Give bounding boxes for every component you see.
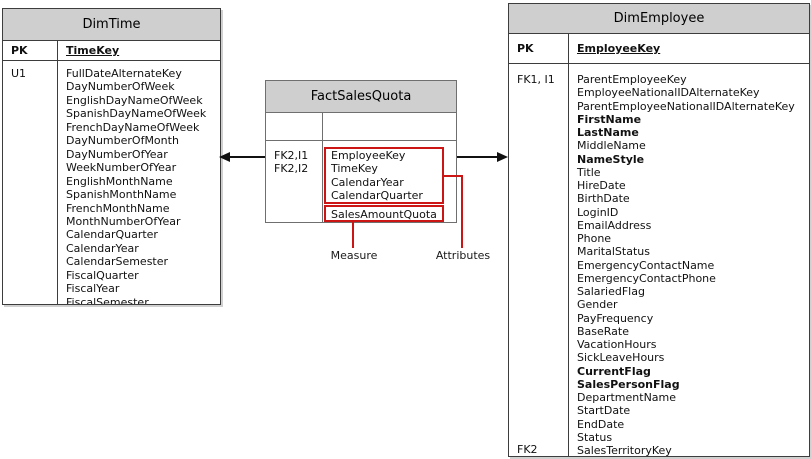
attribute-item: CalendarYear bbox=[66, 241, 139, 255]
attribute-item: SpanishMonthName bbox=[66, 188, 177, 202]
attribute-item: HireDate bbox=[577, 179, 626, 192]
attribute-item: NameStyle bbox=[577, 152, 645, 166]
empty-pk-cell bbox=[266, 113, 323, 140]
attributes-callout-line-horizontal bbox=[444, 175, 463, 177]
attribute-item: SpanishDayNameOfWeek bbox=[66, 107, 207, 121]
table-factsalesquota-empty-pk-row bbox=[266, 113, 456, 141]
table-factsalesquota-title: FactSalesQuota bbox=[266, 81, 456, 113]
attribute-item: EmployeeNationalIDAlternateKey bbox=[577, 86, 760, 100]
measure-label: Measure bbox=[330, 249, 378, 262]
attributes-label: Attributes bbox=[435, 249, 491, 262]
table-dimtime-title: DimTime bbox=[3, 9, 220, 41]
index-label-u1: U1 bbox=[3, 61, 58, 304]
attribute-item: EnglishDayNameOfWeek bbox=[66, 93, 203, 107]
attribute-item: FullDateAlternateKey bbox=[66, 67, 182, 80]
pk-label: PK bbox=[3, 41, 58, 60]
attribute-item: WeekNumberOfYear bbox=[66, 161, 177, 175]
attribute-item: BirthDate bbox=[577, 192, 630, 206]
relationship-line-dimtime bbox=[227, 156, 265, 158]
attributes-callout-line-vertical bbox=[461, 175, 463, 248]
empty-pk-field-cell bbox=[323, 113, 456, 140]
attribute-item: EnglishMonthName bbox=[66, 174, 173, 188]
attribute-item: ParentEmployeeNationalIDAlternateKey bbox=[577, 99, 795, 113]
attribute-item: PayFrequency bbox=[577, 311, 654, 325]
attribute-item: MiddleName bbox=[577, 139, 646, 153]
fk-label-top: FK1, I1 bbox=[517, 73, 555, 86]
attribute-item: SalesTerritoryKey bbox=[577, 444, 672, 456]
pk-field-timekey: TimeKey bbox=[66, 44, 120, 57]
attribute-item: FiscalYear bbox=[66, 282, 120, 296]
attribute-item: LastName bbox=[577, 126, 639, 139]
attribute-item: DayNumberOfYear bbox=[66, 147, 168, 161]
attribute-item: StartDate bbox=[577, 404, 631, 418]
attribute-item: MaritalStatus bbox=[577, 245, 650, 259]
attribute-item: DayNumberOfMonth bbox=[66, 134, 179, 148]
attribute-item: FK2,I1 bbox=[274, 149, 309, 162]
table-dimtime-pk-row: PK TimeKey bbox=[3, 41, 220, 61]
attribute-item: EmployeeKey bbox=[331, 149, 406, 162]
attribute-item: SalariedFlag bbox=[577, 285, 645, 298]
table-dimemployee: DimEmployee PK EmployeeKey FK1, I1 FK2 P… bbox=[508, 3, 810, 457]
attribute-item: CalendarQuarter bbox=[66, 228, 158, 242]
attribute-item: EmergencyContactPhone bbox=[577, 271, 716, 285]
attribute-item: FirstName bbox=[577, 112, 642, 126]
table-dimemployee-title: DimEmployee bbox=[509, 4, 809, 34]
attribute-item: VacationHours bbox=[577, 338, 657, 351]
attribute-item: EndDate bbox=[577, 417, 625, 431]
attribute-item: CalendarQuarter bbox=[331, 189, 423, 203]
table-dimtime: DimTime PK TimeKey U1 FullDateAlternateK… bbox=[2, 8, 221, 305]
attribute-item: DayNumberOfWeek bbox=[66, 80, 175, 94]
measure-highlight-box bbox=[324, 205, 444, 222]
attribute-item: SalesPersonFlag bbox=[577, 377, 680, 391]
attribute-item: FiscalQuarter bbox=[66, 268, 139, 282]
attribute-item: Phone bbox=[577, 232, 612, 245]
attribute-item: BaseRate bbox=[577, 324, 630, 338]
dimemployee-fk-column: FK1, I1 FK2 bbox=[509, 64, 569, 456]
attribute-item: FrenchMonthName bbox=[66, 201, 170, 215]
attribute-item: CurrentFlag bbox=[577, 364, 651, 378]
fk-label-bottom: FK2 bbox=[517, 442, 538, 456]
attribute-item: DepartmentName bbox=[577, 391, 677, 404]
attribute-item: CalendarYear bbox=[331, 175, 404, 189]
attribute-item: LoginID bbox=[577, 205, 619, 219]
measure-callout-line bbox=[352, 221, 354, 248]
pk-field-employeekey: EmployeeKey bbox=[577, 42, 661, 55]
table-dimemployee-pk-row: PK EmployeeKey bbox=[509, 34, 809, 64]
attribute-item: SickLeaveHours bbox=[577, 351, 665, 365]
attribute-item: FK2,I2 bbox=[274, 162, 309, 176]
arrowhead-right-icon bbox=[497, 152, 508, 162]
attribute-item: Title bbox=[577, 165, 601, 179]
attribute-item: Status bbox=[577, 430, 613, 444]
attribute-item: ParentEmployeeKey bbox=[577, 73, 687, 86]
arrowhead-left-icon bbox=[219, 152, 230, 162]
relationship-line-dimemployee bbox=[457, 156, 498, 158]
fact-measure-field: SalesAmountQuota bbox=[331, 207, 437, 221]
attribute-item: MonthNumberOfYear bbox=[66, 214, 181, 228]
attribute-item: Gender bbox=[577, 298, 618, 312]
attribute-item: EmergencyContactName bbox=[577, 258, 715, 272]
attribute-item: CalendarSemester bbox=[66, 255, 169, 269]
attribute-item: FiscalSemester bbox=[66, 295, 149, 304]
attribute-item: EmailAddress bbox=[577, 218, 652, 232]
attributes-highlight-box bbox=[324, 147, 444, 204]
attribute-item: FrenchDayNameOfWeek bbox=[66, 120, 200, 134]
attribute-item: TimeKey bbox=[331, 162, 378, 176]
pk-label: PK bbox=[509, 34, 569, 63]
